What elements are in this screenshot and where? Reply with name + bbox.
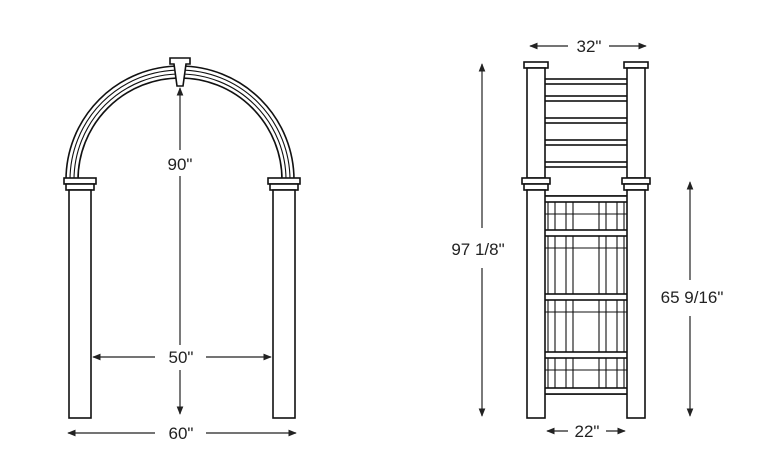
front-view-arbor: 90" 50" 60" [63,57,301,443]
bottom-width-label: 22" [575,422,600,441]
total-height-label: 97 1/8" [451,240,504,259]
side-left-post [521,61,551,419]
arch-keystone [169,57,191,87]
upper-slats [540,78,632,168]
inner-width-label: 50" [169,348,194,367]
side-view-arbor: 32" [451,37,723,441]
height-label: 90" [168,155,193,174]
side-right-post [621,61,651,419]
top-width-label: 32" [577,37,602,56]
lower-lattice-panel [540,195,632,395]
outer-width-label: 60" [169,424,194,443]
left-post [63,177,97,419]
lower-height-label: 65 9/16" [661,288,724,307]
right-post [267,177,301,419]
